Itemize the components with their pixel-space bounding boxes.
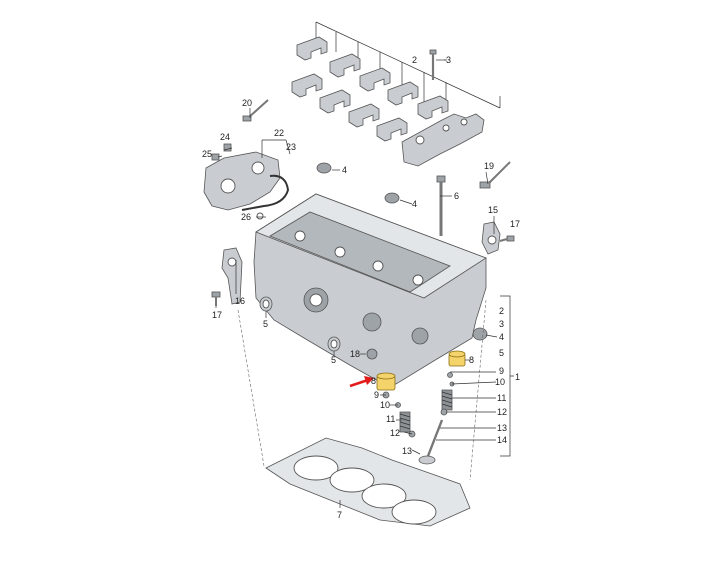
callout-3b: 3 — [499, 319, 504, 329]
callout-6: 6 — [454, 191, 459, 201]
callout-20: 20 — [242, 98, 252, 108]
callout-2: 2 — [412, 55, 417, 65]
head-bolt — [436, 175, 446, 236]
cylinder-head — [253, 193, 487, 385]
callout-22: 22 — [274, 128, 284, 138]
lifting-eyes — [211, 221, 515, 306]
callout-25: 25 — [202, 149, 212, 159]
sensor — [479, 161, 511, 189]
callout-10a: 10 — [495, 377, 505, 387]
callout-10b: 10 — [380, 400, 390, 410]
callout-8b: 8 — [371, 376, 376, 386]
flange-fasteners — [211, 99, 269, 220]
callout-4b: 4 — [412, 199, 417, 209]
callout-19: 19 — [484, 161, 494, 171]
callout-15: 15 — [488, 205, 498, 215]
callout-26: 26 — [241, 212, 251, 222]
valve-train-right — [440, 350, 466, 416]
valve-train-left — [376, 372, 444, 465]
callout-18: 18 — [350, 349, 360, 359]
callout-24: 24 — [220, 132, 230, 142]
callout-3: 3 — [446, 55, 451, 65]
callout-4c: 4 — [499, 332, 504, 342]
callout-5c: 5 — [499, 348, 504, 358]
callout-7: 7 — [337, 510, 342, 520]
coolant-flange — [203, 139, 291, 211]
alignment-lines — [237, 299, 487, 481]
callout-17b: 17 — [212, 310, 222, 320]
callout-16: 16 — [235, 296, 245, 306]
callout-9b: 9 — [374, 390, 379, 400]
assembly-bracket — [500, 295, 514, 457]
callout-labels: 2 3 20 22 23 24 25 26 4 4 6 19 15 17 16 … — [202, 55, 520, 520]
callout-11b: 11 — [386, 414, 395, 424]
callout-11a: 11 — [497, 393, 506, 403]
bearing-cap-group — [291, 21, 501, 167]
callout-2b: 2 — [499, 306, 504, 316]
callout-5a: 5 — [263, 319, 268, 329]
callout-4a: 4 — [342, 165, 347, 175]
callout-1: 1 — [515, 372, 520, 382]
callout-8a: 8 — [469, 355, 474, 365]
callout-12b: 12 — [390, 428, 400, 438]
callout-5b: 5 — [331, 355, 336, 365]
callout-14: 14 — [497, 435, 507, 445]
seal-rings — [259, 296, 378, 360]
callout-9a: 9 — [499, 366, 504, 376]
callout-23: 23 — [286, 142, 296, 152]
callout-13a: 13 — [497, 423, 507, 433]
head-gasket — [265, 437, 471, 527]
callout-13b: 13 — [402, 446, 412, 456]
highlight-arrow — [349, 376, 374, 388]
callout-12a: 12 — [497, 407, 507, 417]
leader-lines — [215, 59, 498, 508]
callout-17a: 17 — [510, 219, 520, 229]
